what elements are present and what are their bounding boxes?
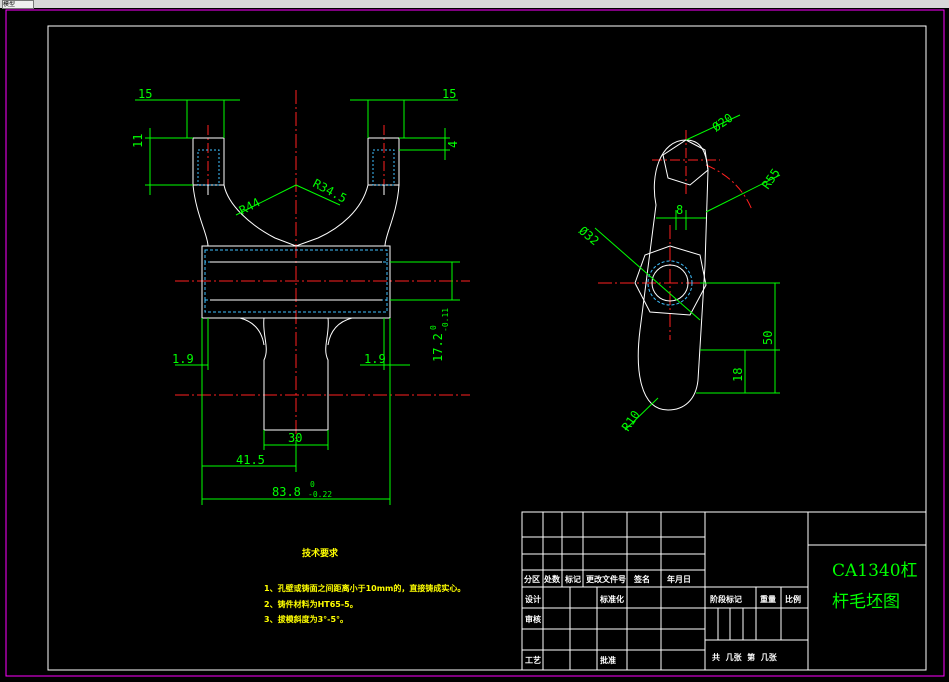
- side-view: Ø20 R55 8 Ø32 50 18 R10: [576, 111, 783, 434]
- title-block: [521, 511, 927, 671]
- dim-bore-height: 17.2: [431, 333, 445, 362]
- dim-total-width: 83.8: [272, 485, 301, 499]
- notes-item-2: 2、铸件材料为HT65-5。: [264, 599, 358, 609]
- weight-label: 重量: [760, 594, 776, 604]
- col-header-sign: 签名: [633, 574, 650, 584]
- dim-left-height: 11: [131, 134, 145, 148]
- dim-bore-tol-lower: -0.11: [441, 308, 450, 332]
- window-top-bar: 模型: [0, 0, 949, 9]
- check-label: 审核: [525, 614, 541, 624]
- outer-frame: [5, 9, 945, 677]
- dim-radius-left: R44: [237, 195, 263, 218]
- dim-right-offset: 1.9: [364, 352, 386, 366]
- layout-tab[interactable]: 模型: [2, 0, 34, 9]
- dim-radius-right: R34.5: [311, 176, 349, 205]
- col-header-mark: 标记: [564, 574, 581, 584]
- dim-top-right-width: 15: [442, 87, 456, 101]
- sheets-text: 共 几张 第 几张: [712, 652, 778, 662]
- dim-half-width: 41.5: [236, 453, 265, 467]
- stage-label: 阶段标记: [710, 594, 742, 604]
- col-header-zone: 分区: [524, 574, 540, 584]
- front-view: 15 15 11 4 R44 R34.5 1.9 1.9 17.2 0 -0.1…: [131, 87, 470, 505]
- dim-lower: 18: [731, 368, 745, 382]
- top-hex: [662, 139, 709, 186]
- dim-offset: 8: [676, 203, 683, 217]
- hub-body: [201, 245, 391, 319]
- dim-bore-tol-upper: 0: [429, 325, 438, 330]
- col-header-count: 处数: [543, 574, 561, 584]
- dim-height: 50: [761, 331, 775, 345]
- design-label: 设计: [525, 594, 541, 604]
- part-name-line2: 杆毛坯图: [832, 592, 900, 612]
- notes-title: 技术要求: [302, 547, 339, 559]
- hub-hex: [634, 245, 707, 316]
- scale-label: 比例: [785, 594, 801, 604]
- stem-outline: [263, 317, 329, 431]
- standard-label: 标准化: [599, 594, 624, 604]
- dim-hub-diameter: Ø32: [576, 224, 602, 249]
- technical-notes: 技术要求 1、孔壁或铸面之间距离小于10mm的，直接铸成实心。 2、铸件材料为H…: [264, 547, 465, 624]
- dim-left-offset: 1.9: [172, 352, 194, 366]
- dim-total-tol-upper: 0: [310, 480, 315, 489]
- cad-drawing: 15 15 11 4 R44 R34.5 1.9 1.9 17.2 0 -0.1…: [5, 9, 945, 677]
- approve-label: 批准: [600, 655, 616, 665]
- dim-top-diameter: Ø20: [710, 111, 736, 135]
- dim-top-left-width: 15: [138, 87, 152, 101]
- hub-bore: [647, 260, 693, 306]
- notes-item-3: 3、拔模斜度为3°-5°。: [264, 614, 348, 624]
- inner-frame: [47, 25, 927, 671]
- craft-label: 工艺: [525, 655, 541, 665]
- col-header-date: 年月日: [667, 574, 691, 584]
- dim-radius: R55: [759, 166, 783, 192]
- dim-total-tol-lower: -0.22: [308, 490, 332, 499]
- dim-stem-width: 30: [288, 431, 302, 445]
- part-name-line1: CA1340杠: [832, 561, 918, 581]
- col-header-doc: 更改文件号: [586, 574, 626, 584]
- notes-item-1: 1、孔壁或铸面之间距离小于10mm的，直接铸成实心。: [264, 583, 465, 593]
- dim-bottom-radius: R10: [619, 408, 643, 434]
- dim-right-height: 4: [446, 141, 460, 148]
